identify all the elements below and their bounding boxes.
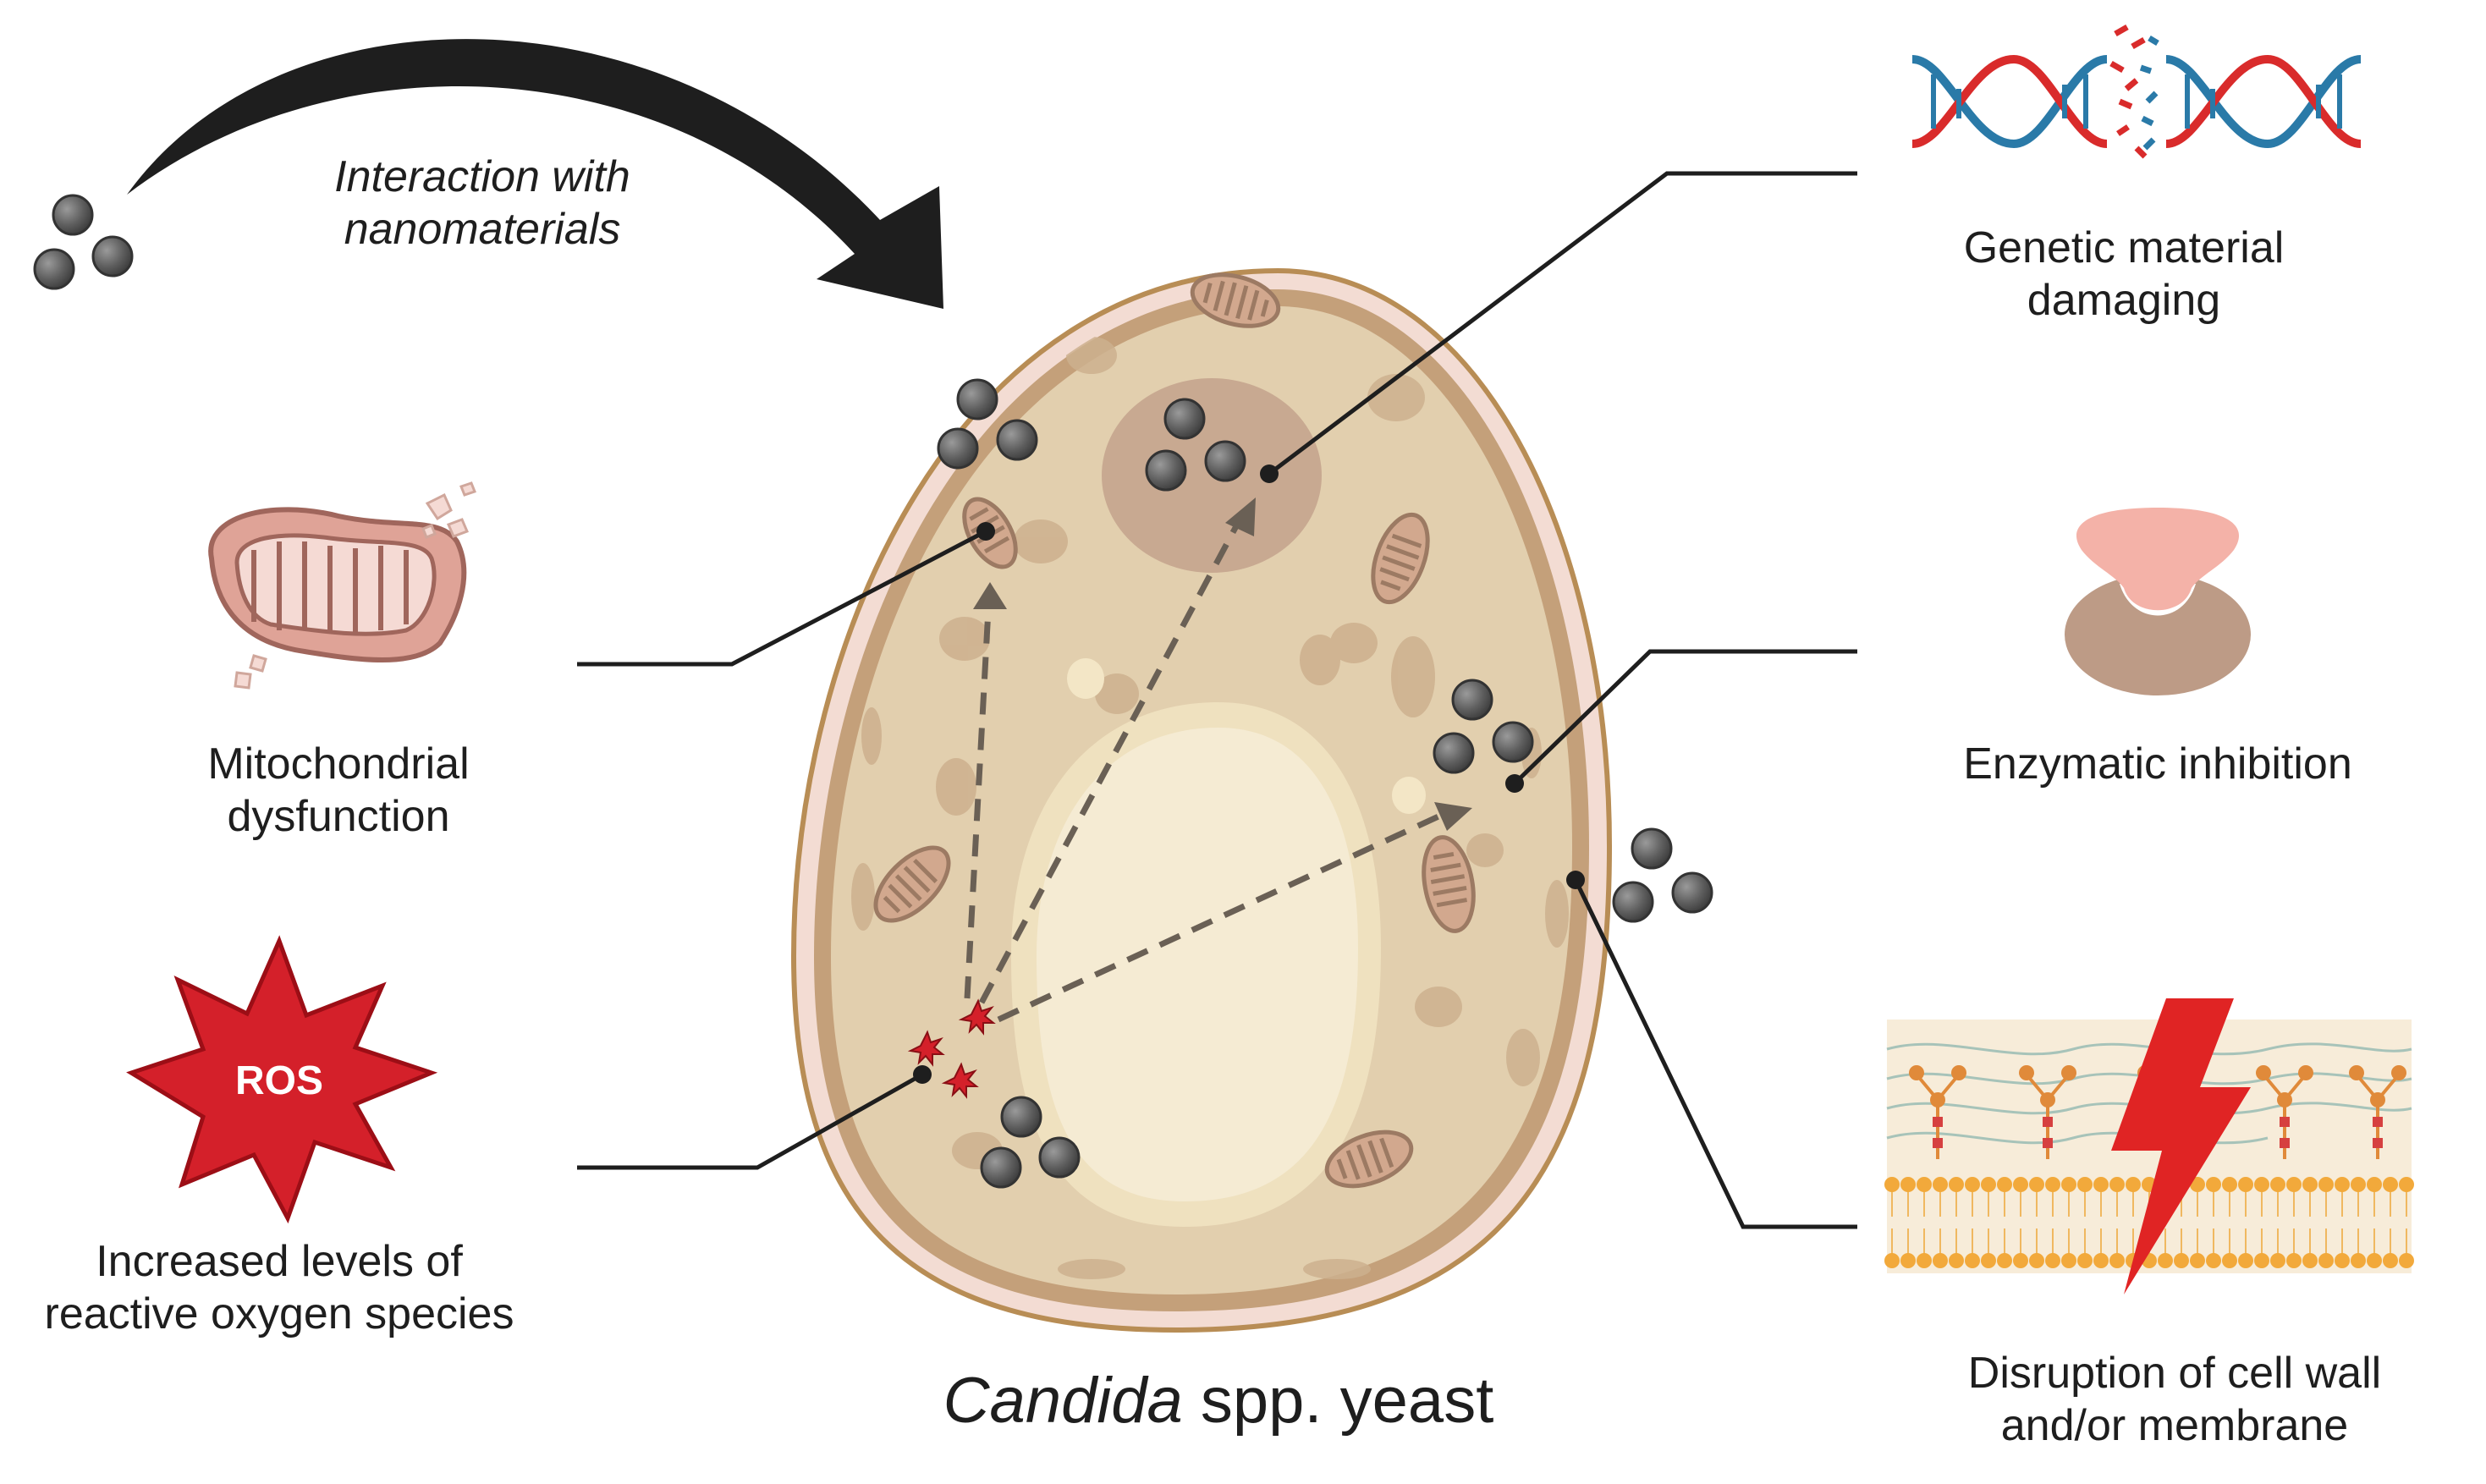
- enzyme-label-line1: Enzymatic inhibition: [1963, 739, 2352, 789]
- mito-label-line1: Mitochondrial: [207, 739, 470, 789]
- ros-levels-label: Increased levels of reactive oxygen spec…: [0, 1235, 558, 1341]
- ros-label-line1: Increased levels of: [96, 1237, 463, 1286]
- genetic-label-line1: Genetic material: [1963, 223, 2285, 272]
- diagram-title: Candida spp. yeast: [872, 1362, 1565, 1439]
- genetic-material-label: Genetic material damaging: [1887, 222, 2361, 327]
- leader-lines: [577, 171, 1857, 1229]
- cell-wall-disruption-label: Disruption of cell wall and/or membrane: [1921, 1347, 2428, 1453]
- interaction-label-line2: nanomaterials: [344, 205, 621, 255]
- wall-label-line1: Disruption of cell wall: [1967, 1349, 2382, 1398]
- free-nanoparticles-right: [1612, 827, 1713, 923]
- ros-sparks: [907, 998, 996, 1099]
- cell-wall-membrane-icon: [1884, 998, 2414, 1294]
- title-genus: Candida: [943, 1365, 1183, 1437]
- interaction-arrow: [127, 39, 943, 310]
- mitochondrion-icon: [208, 481, 476, 690]
- interaction-label-line1: Interaction with: [334, 152, 630, 201]
- genetic-label-line2: damaging: [2027, 276, 2221, 326]
- cell-mitochondria: [873, 272, 1476, 1189]
- title-rest: spp. yeast: [1182, 1365, 1494, 1437]
- wall-label-line2: and/or membrane: [2000, 1401, 2349, 1451]
- free-nanoparticles-topleft: [33, 194, 134, 290]
- dashed-arrows: [964, 510, 1440, 1023]
- ros-starburst-icon: ROS: [126, 935, 438, 1224]
- ros-badge-text: ROS: [235, 1058, 323, 1103]
- dashed-arrowheads: [973, 497, 1472, 831]
- leader-dots: [913, 464, 1585, 1084]
- enzyme-icon: [2065, 508, 2251, 695]
- lipid-bilayer: [1884, 1177, 2414, 1268]
- interaction-label: Interaction with nanomaterials: [288, 151, 677, 256]
- enzymatic-inhibition-label: Enzymatic inhibition: [1887, 738, 2428, 790]
- dna-icon: [1911, 24, 2362, 159]
- mito-label-line2: dysfunction: [227, 792, 450, 842]
- ros-label-line2: reactive oxygen species: [44, 1289, 514, 1339]
- cell-nanoparticles: [937, 378, 1534, 1189]
- mitochondrial-dysfunction-label: Mitochondrial dysfunction: [127, 738, 550, 844]
